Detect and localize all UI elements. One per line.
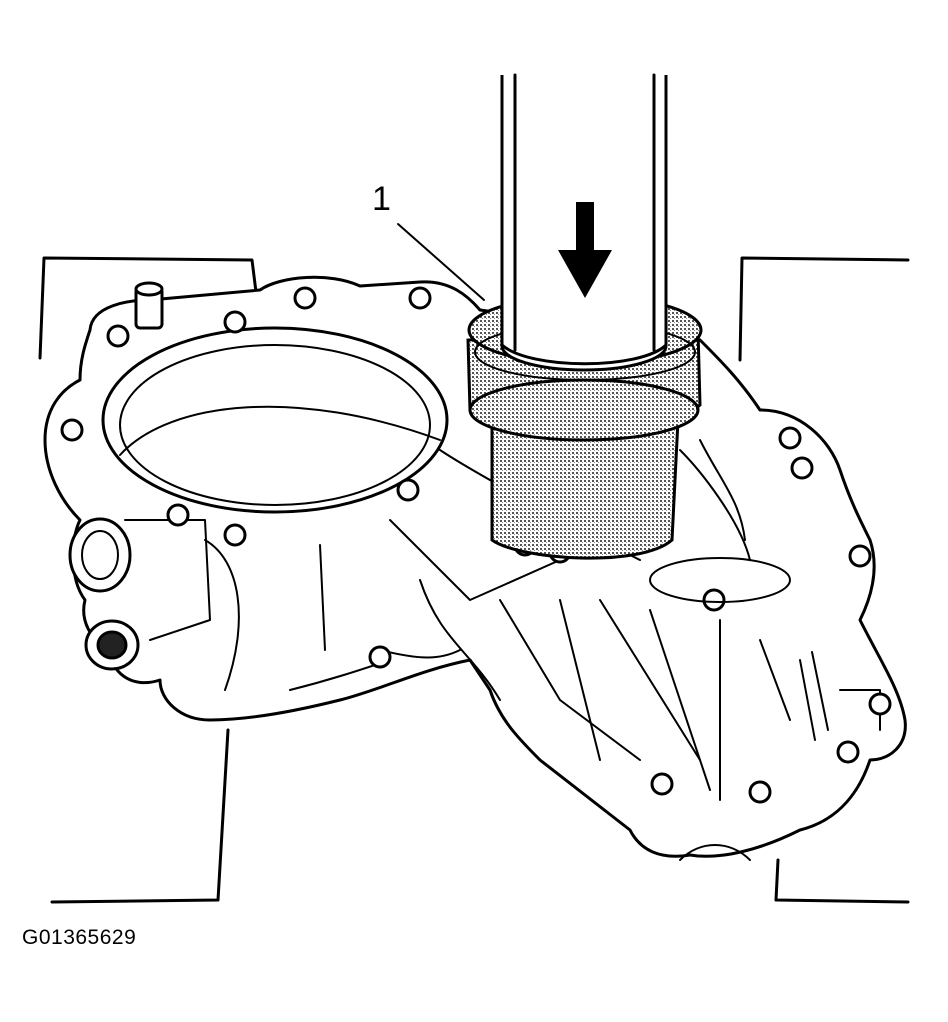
arrow-down-icon: [558, 202, 612, 298]
callout-number: 1: [372, 180, 391, 218]
figure-id: G01365629: [22, 926, 137, 949]
callout-1: 1: [372, 180, 485, 301]
callout-leader: [397, 223, 485, 301]
work-fixture: [38, 256, 910, 904]
